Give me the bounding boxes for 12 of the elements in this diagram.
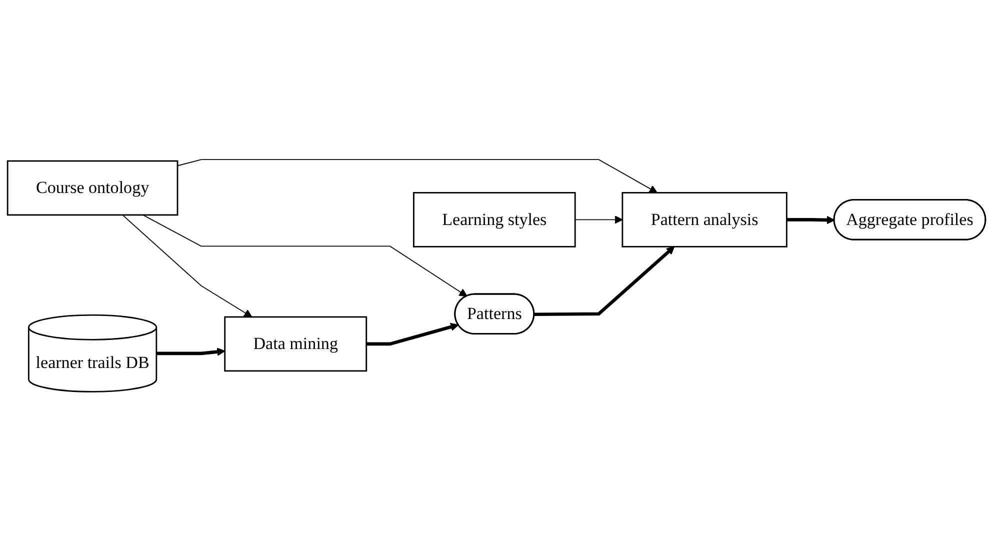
- node-box: Course ontology: [6, 160, 178, 216]
- arrow: [142, 214, 468, 296]
- node-box: Data mining: [224, 316, 368, 372]
- arrow: [177, 158, 658, 193]
- arrow: [574, 215, 623, 224]
- node-box: Learning styles: [413, 192, 576, 248]
- arrow: [534, 246, 675, 316]
- node-box: Pattern analysis: [622, 192, 788, 248]
- arrow: [156, 348, 226, 356]
- arrow: [366, 322, 459, 346]
- arrow: [786, 216, 835, 224]
- arrow: [122, 214, 252, 318]
